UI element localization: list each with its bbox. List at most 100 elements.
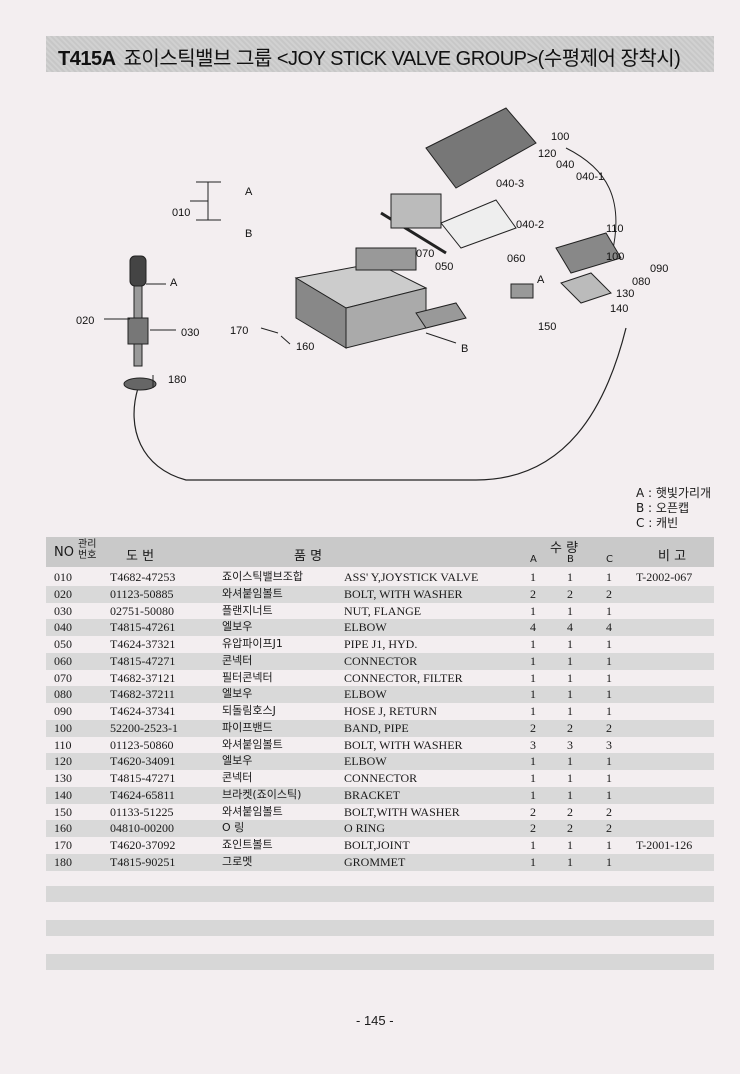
cell-name-english: CONNECTOR, FILTER xyxy=(344,670,463,685)
svg-text:150: 150 xyxy=(538,321,556,333)
header-qty-c: C xyxy=(606,554,613,565)
cell-qty-a: 1 xyxy=(530,603,536,618)
cell-name-korean: 브라켓(죠이스틱) xyxy=(222,787,302,801)
cell-no: 110 xyxy=(54,737,72,752)
cell-name-korean: 와셔붙임볼트 xyxy=(222,737,283,751)
cell-qty-a: 1 xyxy=(530,687,536,702)
cell-name-english: BOLT, WITH WASHER xyxy=(344,586,463,601)
cell-no: 050 xyxy=(54,637,72,651)
cell-name-english: HOSE J, RETURN xyxy=(344,704,438,718)
cell-qty-c: 2 xyxy=(606,720,612,735)
cell-name-korean: 플랜지너트 xyxy=(222,603,273,617)
cell-qty-b: 2 xyxy=(567,804,573,819)
cell-part-number: 02751-50080 xyxy=(110,603,174,618)
svg-text:080: 080 xyxy=(632,276,650,288)
cell-qty-b: 1 xyxy=(567,570,573,584)
cell-qty-a: 1 xyxy=(530,704,536,718)
cell-name-english: CONNECTOR xyxy=(344,771,418,785)
cell-part-number: T4620-37092 xyxy=(110,838,176,852)
svg-text:170: 170 xyxy=(230,325,248,337)
cell-qty-c: 2 xyxy=(606,804,612,819)
cell-no: 170 xyxy=(54,838,72,852)
cell-name-english: BRACKET xyxy=(344,787,401,802)
cell-part-number: T4624-37321 xyxy=(110,637,176,651)
cell-qty-c: 2 xyxy=(606,821,612,836)
cell-qty-c: 1 xyxy=(606,670,612,685)
legend-item: A : 햇빛가리개 xyxy=(636,486,712,500)
cell-part-number: T4620-34091 xyxy=(110,754,176,769)
cell-qty-a: 1 xyxy=(530,787,536,802)
svg-text:020: 020 xyxy=(76,315,94,327)
cell-part-number: 52200-2523-1 xyxy=(110,720,178,735)
cell-name-english: BOLT, WITH WASHER xyxy=(344,737,463,752)
cell-qty-b: 1 xyxy=(567,653,573,668)
cell-remarks: T-2002-067 xyxy=(636,570,693,584)
cell-qty-a: 1 xyxy=(530,854,536,869)
cell-qty-a: 1 xyxy=(530,771,536,785)
group-title: 죠이스틱밸브 그룹 <JOY STICK VALVE GROUP>(수평제어 장… xyxy=(123,48,681,70)
empty-row xyxy=(46,954,714,970)
cell-qty-a: 1 xyxy=(530,838,536,852)
header-no: NO xyxy=(54,545,74,560)
cell-qty-c: 1 xyxy=(606,687,612,702)
cell-name-english: ELBOW xyxy=(344,620,387,635)
cell-qty-c: 3 xyxy=(606,737,612,752)
cell-name-english: PIPE J1, HYD. xyxy=(344,637,418,651)
cell-qty-c: 1 xyxy=(606,603,612,618)
cell-qty-c: 1 xyxy=(606,637,612,651)
cell-qty-b: 1 xyxy=(567,771,573,785)
cell-no: 130 xyxy=(54,771,72,785)
cell-no: 090 xyxy=(54,704,72,718)
header-mgmt: 관리 번호 xyxy=(78,539,97,561)
svg-text:B: B xyxy=(245,228,252,240)
cell-part-number: T4815-90251 xyxy=(110,854,176,869)
svg-text:040-3: 040-3 xyxy=(496,178,524,190)
cell-no: 080 xyxy=(54,687,72,702)
cell-name-english: GROMMET xyxy=(344,854,406,869)
cell-part-number: 04810-00200 xyxy=(110,821,174,836)
header-qty-b: B xyxy=(567,554,574,565)
cell-qty-b: 1 xyxy=(567,687,573,702)
cell-qty-b: 1 xyxy=(567,704,573,718)
cell-qty-c: 1 xyxy=(606,570,612,584)
header-qty: 수 량 xyxy=(550,541,579,556)
cell-qty-a: 4 xyxy=(530,620,536,635)
cell-part-number: T4682-37211 xyxy=(110,687,175,702)
svg-text:130: 130 xyxy=(616,288,634,300)
cell-part-number: T4815-47271 xyxy=(110,653,176,668)
svg-text:090: 090 xyxy=(650,263,668,275)
cell-name-korean: 그로멧 xyxy=(222,854,253,868)
empty-row xyxy=(46,920,714,936)
cell-qty-a: 2 xyxy=(530,720,536,735)
svg-text:110: 110 xyxy=(606,223,624,235)
cell-qty-b: 2 xyxy=(567,821,573,836)
cell-no: 120 xyxy=(54,754,72,769)
cell-name-english: CONNECTOR xyxy=(344,653,418,668)
svg-text:B: B xyxy=(461,343,468,355)
title-bar xyxy=(46,36,714,72)
svg-text:100: 100 xyxy=(551,131,569,143)
cell-part-number: 01123-50860 xyxy=(110,737,174,752)
cell-qty-c: 1 xyxy=(606,771,612,785)
svg-text:060: 060 xyxy=(507,253,525,265)
cell-part-number: T4815-47271 xyxy=(110,771,176,785)
cell-qty-c: 1 xyxy=(606,854,612,869)
svg-text:010: 010 xyxy=(172,207,190,219)
cell-name-english: ASS' Y,JOYSTICK VALVE xyxy=(344,570,479,584)
